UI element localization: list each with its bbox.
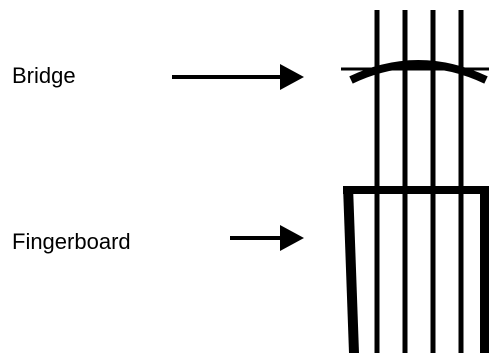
bridge-shape [341,60,489,84]
fingerboard-label: Fingerboard [12,229,131,254]
fingerboard-arrow [230,225,304,251]
bridge-arrow [172,64,304,90]
fingerboard-shape [343,186,489,353]
bridge-label: Bridge [12,63,76,88]
